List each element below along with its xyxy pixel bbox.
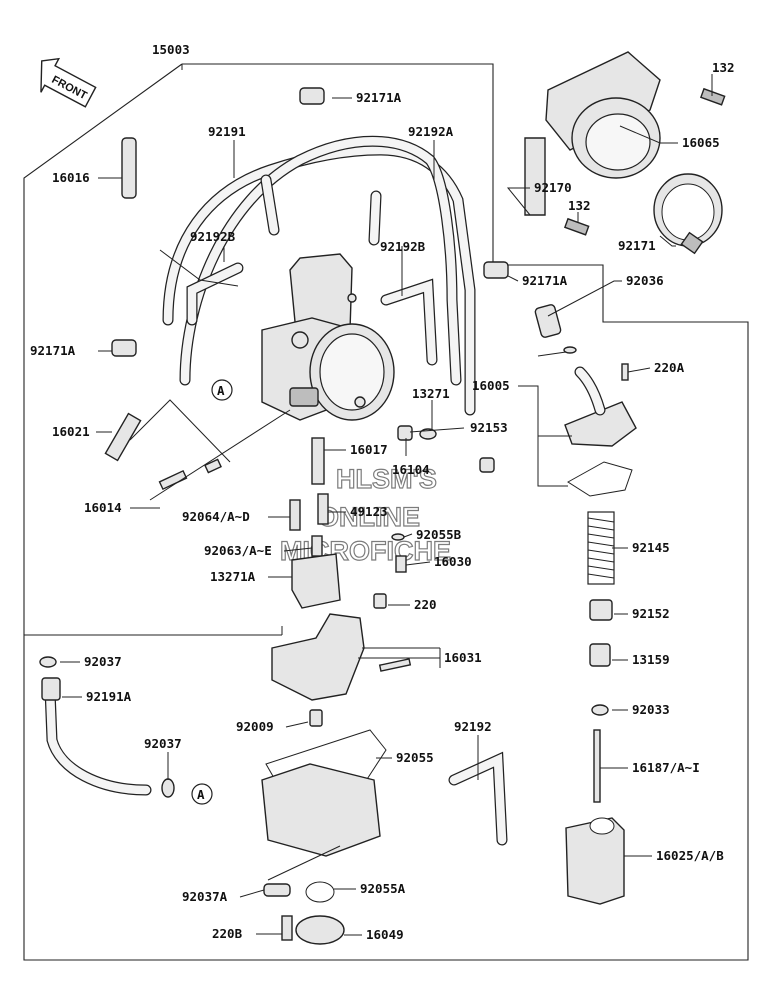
- part-label: 92191: [208, 124, 246, 139]
- part-label: 92037: [144, 736, 182, 751]
- part-label: 220: [414, 597, 437, 612]
- part-label: 92192B: [380, 239, 426, 254]
- part-label: 92152: [632, 606, 670, 621]
- part-label: 16065: [682, 135, 720, 150]
- part-label: 13271A: [210, 569, 256, 584]
- part-label: 220A: [654, 360, 685, 375]
- watermark-line-3: MICROFICHE: [280, 536, 451, 566]
- part-label: 49123: [350, 504, 388, 519]
- part-label: 92037: [84, 654, 122, 669]
- part-label: 16031: [444, 650, 482, 665]
- part-label: 92009: [236, 719, 274, 734]
- part-label: 13159: [632, 652, 670, 667]
- part-label: 92145: [632, 540, 670, 555]
- front-arrow-icon: FRONT: [40, 57, 97, 108]
- assembly-frame: [23, 63, 749, 961]
- part-label: 92055: [396, 750, 434, 765]
- needle-spring: [587, 511, 615, 585]
- part-label: 13271: [412, 386, 450, 401]
- part-label: 15003: [152, 42, 190, 57]
- part-labels: 15003 132 92171A 92191 92192A 16065 1601…: [30, 42, 735, 942]
- svg-text:A: A: [197, 787, 205, 802]
- part-label: 16021: [52, 424, 90, 439]
- watermark-line-2: ONLINE: [318, 502, 420, 532]
- part-label: 132: [712, 60, 735, 75]
- part-label: 92055B: [416, 527, 462, 542]
- watermark-line-1: HLSM'S: [336, 464, 437, 494]
- part-label: 16104: [392, 462, 430, 477]
- part-label: 92055A: [360, 881, 406, 896]
- part-label: 92171A: [522, 273, 568, 288]
- part-label: 16187/A~I: [632, 760, 700, 775]
- part-label: 92192B: [190, 229, 236, 244]
- svg-text:A: A: [217, 383, 225, 398]
- carburetor-body: [261, 253, 395, 421]
- part-label: 92037A: [182, 889, 228, 904]
- part-label: 220B: [212, 926, 243, 941]
- reference-marker-a-upper: A: [211, 379, 233, 401]
- part-label: 92170: [534, 180, 572, 195]
- part-label: 16016: [52, 170, 90, 185]
- part-label: 16049: [366, 927, 404, 942]
- part-label: 16014: [84, 500, 122, 515]
- part-label: 92192A: [408, 124, 454, 139]
- watermark: HLSM'S ONLINE MICROFICHE: [279, 463, 451, 566]
- part-label: 92171A: [356, 90, 402, 105]
- part-label: 16025/A/B: [656, 848, 724, 863]
- part-label: 92171A: [30, 343, 76, 358]
- part-label: 92171: [618, 238, 656, 253]
- part-label: 92063/A~E: [204, 543, 272, 558]
- reference-marker-a-lower: A: [191, 783, 213, 805]
- vent-hoses: [162, 135, 476, 416]
- part-label: 16005: [472, 378, 510, 393]
- part-label: 92153: [470, 420, 508, 435]
- leader-lines: [60, 64, 713, 936]
- center-parts: [39, 87, 509, 945]
- part-label: 92191A: [86, 689, 132, 704]
- part-label: 16030: [434, 554, 472, 569]
- part-label: 92064/A~D: [182, 509, 250, 524]
- part-label: 92036: [626, 273, 664, 288]
- part-label: 16017: [350, 442, 388, 457]
- part-label: 92192: [454, 719, 492, 734]
- part-label: 92033: [632, 702, 670, 717]
- part-label: 132: [568, 198, 591, 213]
- intake-boot: [524, 51, 726, 255]
- right-column-parts: [534, 304, 637, 905]
